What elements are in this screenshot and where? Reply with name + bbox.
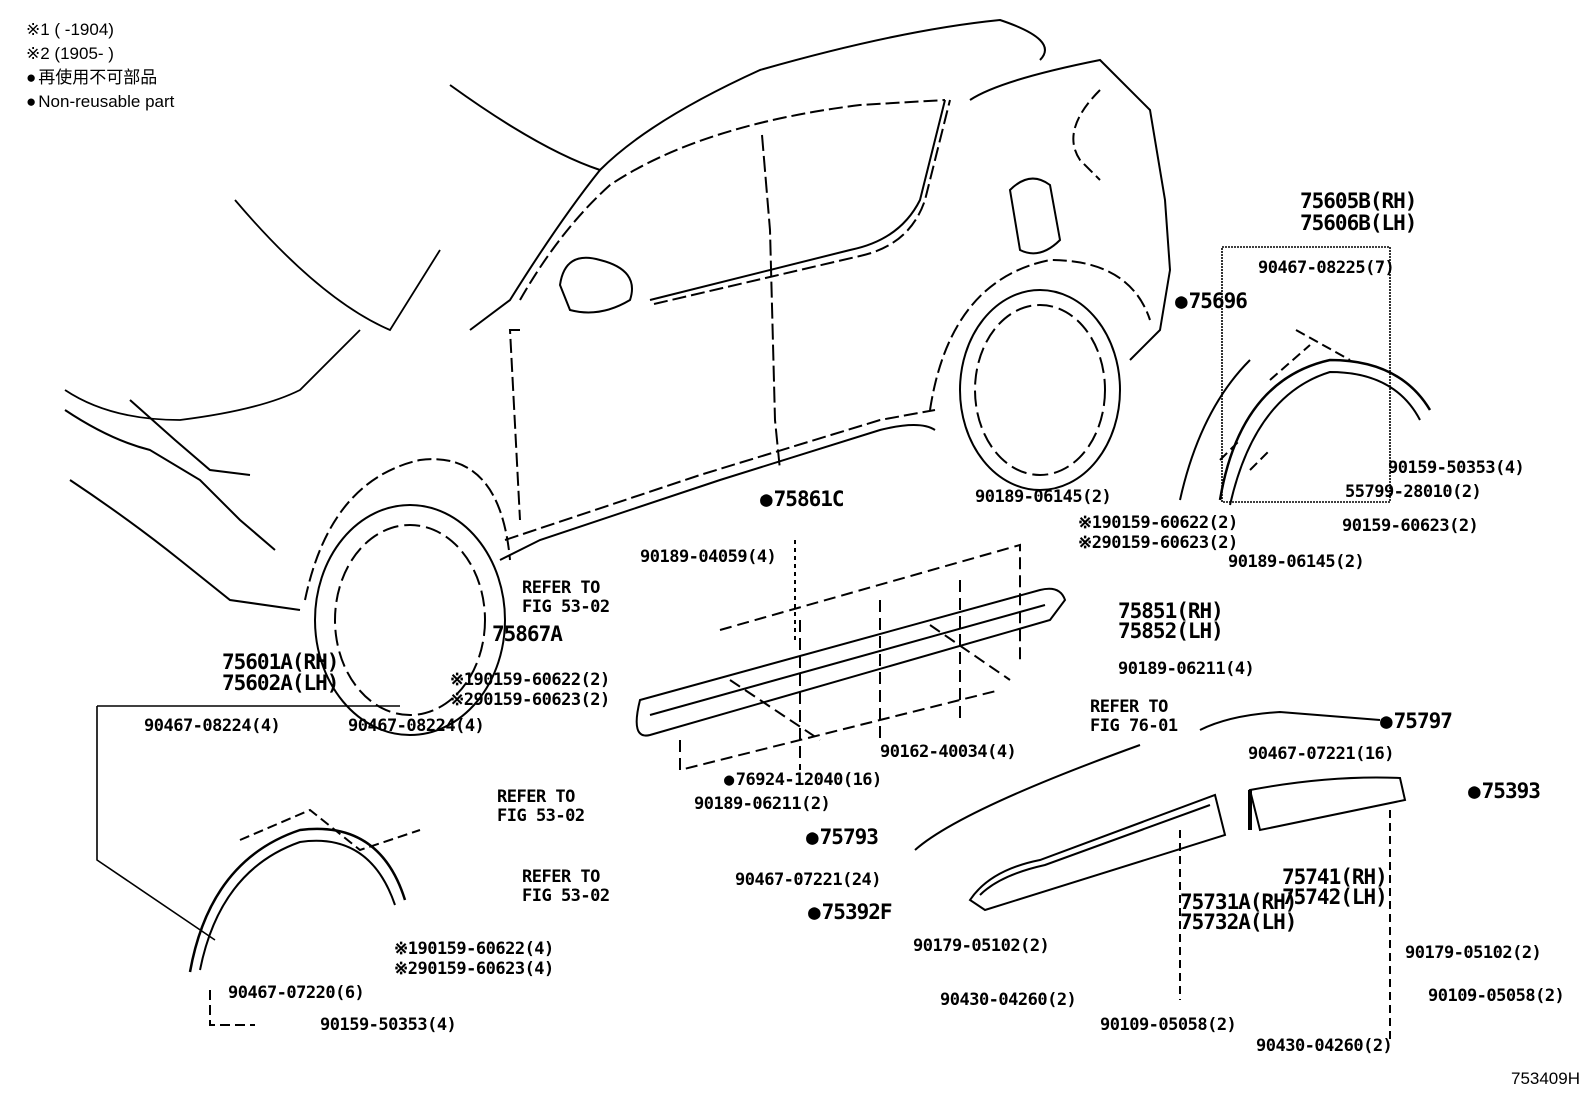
nonreusable-legend-jp: 再使用不可部品 <box>26 66 157 90</box>
part-label-76924-12040[interactable]: 76924-12040(16) <box>724 770 883 790</box>
part-label-90467-07221-16[interactable]: 90467-07221(16) <box>1248 744 1395 764</box>
part-label-75605b[interactable]: 75605B(RH) <box>1300 189 1417 213</box>
part-label-90189-06145-rear[interactable]: 90189-06145(2) <box>1228 552 1365 572</box>
front-wheel-liner-drawing <box>96 705 421 1026</box>
part-label-75867a[interactable]: 75867A <box>492 622 563 646</box>
door-garnish-drawing <box>914 744 1227 1000</box>
part-label-90430-04260-rear[interactable]: 90430-04260(2) <box>1256 1036 1393 1056</box>
note-1: ※1 ( -1904) <box>26 20 114 39</box>
part-label-90430-04260-door[interactable]: 90430-04260(2) <box>940 990 1077 1010</box>
refer-label-front: REFER TO <box>497 787 575 807</box>
part-label-75606b[interactable]: 75606B(LH) <box>1300 211 1417 235</box>
part-label-90467-08224-right[interactable]: 90467-08224(4) <box>348 716 485 736</box>
nonreusable-legend-en: Non-reusable part <box>26 90 174 114</box>
rear-garnish-drawing <box>1199 710 1407 1040</box>
part-label-75793[interactable]: 75793 <box>806 826 879 849</box>
part-label-90159-60623-rocker-left[interactable]: ※290159-60623(2) <box>450 690 610 710</box>
part-label-90467-07221-24[interactable]: 90467-07221(24) <box>735 870 882 890</box>
refer-fig-53-02-link-front[interactable]: FIG 53-02 <box>497 806 585 826</box>
part-label-90109-05058-door[interactable]: 90109-05058(2) <box>1100 1015 1237 1035</box>
part-label-75602a[interactable]: 75602A(LH) <box>222 671 339 695</box>
part-label-75852[interactable]: 75852(LH) <box>1118 619 1224 643</box>
part-label-90189-06211-2[interactable]: 90189-06211(2) <box>694 794 831 814</box>
refer-label-1: REFER TO <box>522 578 600 598</box>
refer-label-2: REFER TO <box>522 867 600 887</box>
part-label-75861c[interactable]: 75861C <box>760 488 845 511</box>
part-label-90159-60623-rear[interactable]: 90159-60623(2) <box>1342 516 1479 536</box>
part-label-90467-08224-left[interactable]: 90467-08224(4) <box>144 716 281 736</box>
part-label-90159-60623-rocker-right[interactable]: ※290159-60623(2) <box>1078 533 1238 553</box>
part-label-75851[interactable]: 75851(RH) <box>1118 599 1224 623</box>
part-label-90179-05102-rear[interactable]: 90179-05102(2) <box>1405 943 1542 963</box>
part-label-90189-04059[interactable]: 90189-04059(4) <box>640 547 777 567</box>
part-label-75731a[interactable]: 75731A(RH) <box>1180 890 1297 914</box>
part-label-75393[interactable]: 75393 <box>1468 780 1541 803</box>
part-label-55799-28010[interactable]: 55799-28010(2) <box>1345 482 1482 502</box>
figure-number: 753409H <box>1510 1069 1580 1088</box>
part-label-90159-50353-rear[interactable]: 90159-50353(4) <box>1388 458 1525 478</box>
part-label-90159-60622-rocker-right[interactable]: ※190159-60622(2) <box>1078 513 1238 533</box>
part-label-90467-08225[interactable]: 90467-08225(7) <box>1258 258 1395 278</box>
part-label-75797[interactable]: 75797 <box>1380 710 1453 733</box>
part-label-90179-05102-door[interactable]: 90179-05102(2) <box>913 936 1050 956</box>
refer-fig-53-02-link-1[interactable]: FIG 53-02 <box>522 597 610 617</box>
refer-fig-76-01-link[interactable]: FIG 76-01 <box>1090 716 1178 736</box>
refer-label-3: REFER TO <box>1090 697 1168 717</box>
part-label-75742[interactable]: 75742(LH) <box>1282 885 1388 909</box>
part-label-90109-05058-rear[interactable]: 90109-05058(2) <box>1428 986 1565 1006</box>
note-2: ※2 (1905- ) <box>26 44 114 63</box>
refer-fig-53-02-link-2[interactable]: FIG 53-02 <box>522 886 610 906</box>
part-label-75732a[interactable]: 75732A(LH) <box>1180 910 1297 934</box>
part-label-75696[interactable]: 75696 <box>1175 290 1248 313</box>
part-label-75741[interactable]: 75741(RH) <box>1282 865 1388 889</box>
part-label-75392f[interactable]: 75392F <box>808 901 893 924</box>
vehicle-outline <box>64 18 1172 736</box>
part-label-90159-60622-rocker-left[interactable]: ※190159-60622(2) <box>450 670 610 690</box>
part-label-90189-06145-rocker[interactable]: 90189-06145(2) <box>975 487 1112 507</box>
rocker-molding-drawing <box>635 540 1067 772</box>
part-label-75601a[interactable]: 75601A(RH) <box>222 650 339 674</box>
part-label-90159-60622-front[interactable]: ※190159-60622(4) <box>394 939 554 959</box>
part-label-90159-60623-front[interactable]: ※290159-60623(4) <box>394 959 554 979</box>
part-label-90467-07220[interactable]: 90467-07220(6) <box>228 983 365 1003</box>
part-label-90162-40034[interactable]: 90162-40034(4) <box>880 742 1017 762</box>
part-label-90159-50353-front[interactable]: 90159-50353(4) <box>320 1015 457 1035</box>
rear-wheel-liner-drawing <box>1179 246 1432 506</box>
part-label-90189-06211-4[interactable]: 90189-06211(4) <box>1118 659 1255 679</box>
